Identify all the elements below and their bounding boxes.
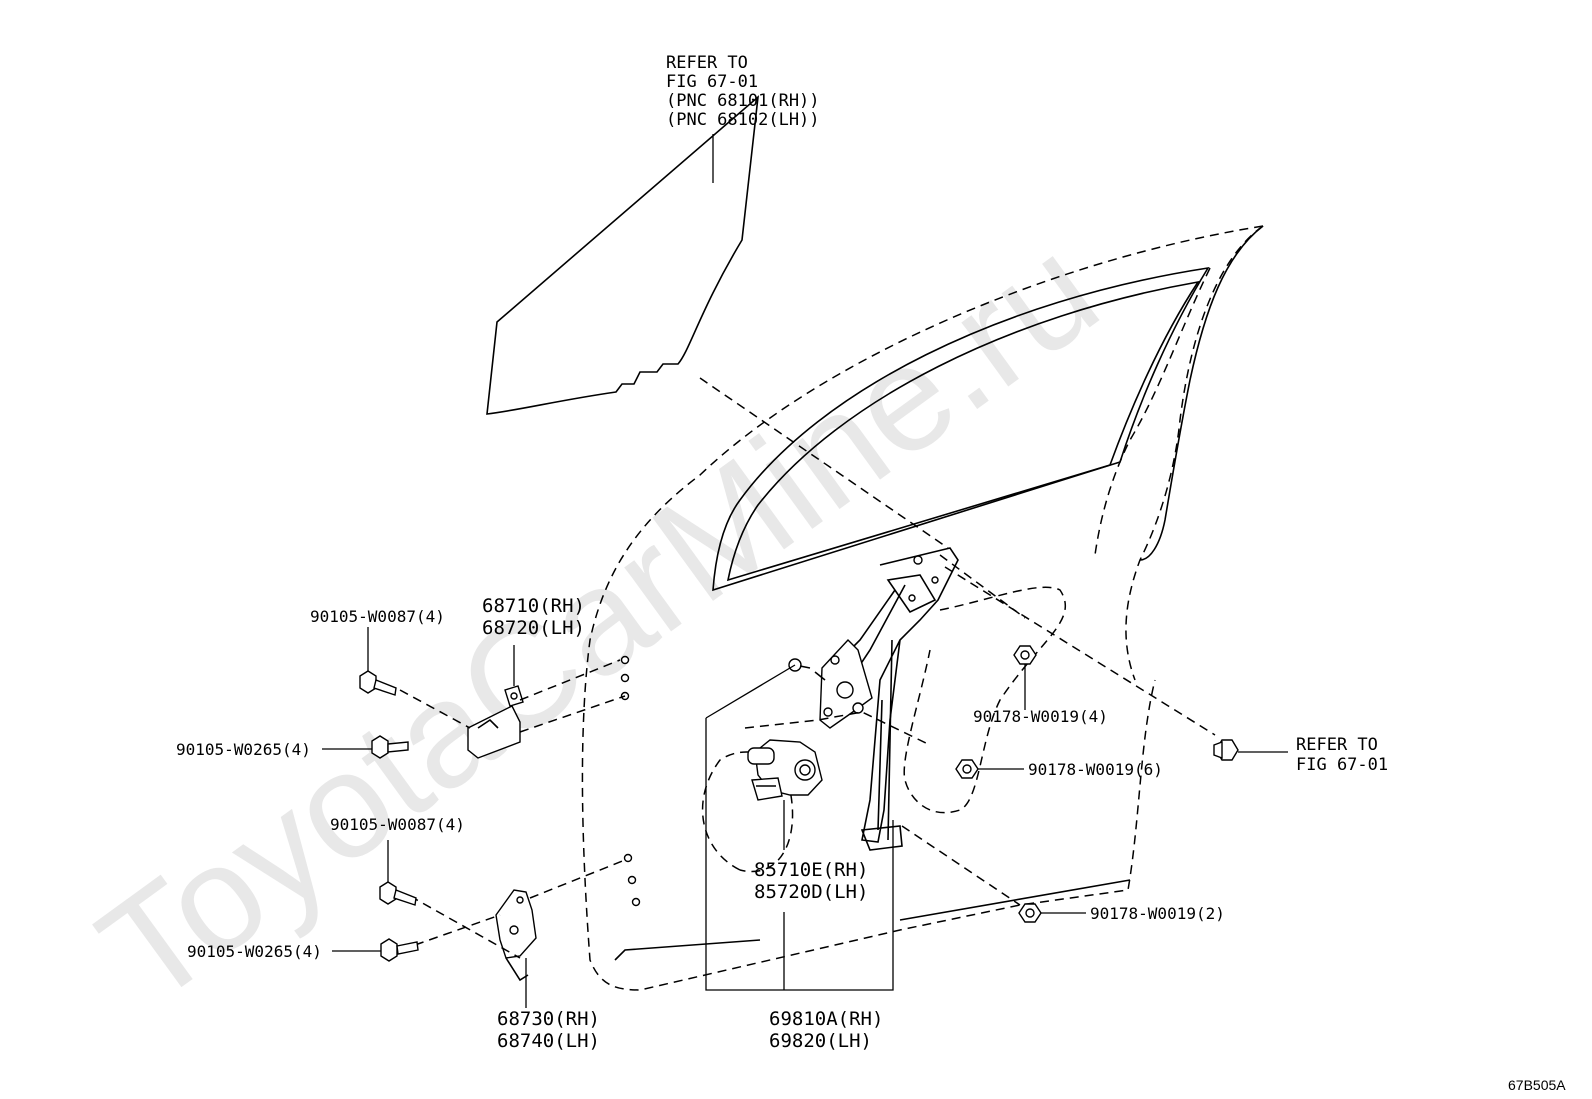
watermark: ToyotaCarMine.ru (70, 204, 1126, 1036)
regulator-dash-2 (939, 554, 1026, 619)
upper-hinge-label-lh: 68720(LH) (482, 617, 585, 639)
motor-label-rh: 85710E(RH) (754, 859, 868, 881)
door-glass (486, 95, 760, 415)
window-motor (747, 739, 823, 801)
nut-icon (955, 759, 1024, 779)
bolt-label-upper-w0087: 90105-W0087(4) (310, 607, 445, 626)
glass-label-line4: (PNC 68102(LH)) (666, 110, 820, 130)
bolt-icon (359, 627, 397, 696)
regulator-dash-4 (901, 825, 1021, 906)
door-outline (581, 225, 1264, 991)
glass-label-line3: (PNC 68101(RH)) (666, 91, 820, 111)
lower-hinge-label-rh: 68730(RH) (497, 1008, 600, 1030)
upper-hinge (467, 645, 524, 759)
motor-regulator-leaders (705, 664, 894, 991)
bolt-label-upper-w0265: 90105-W0265(4) (176, 740, 311, 759)
upper-hinge-dash-1 (399, 689, 471, 729)
lower-hinge (495, 889, 537, 1008)
regulator-dash-3 (944, 566, 1216, 736)
upper-hinge-label-rh: 68710(RH) (482, 595, 585, 617)
glass-label: REFER TO FIG 67-01 (PNC 68101(RH)) (PNC … (666, 53, 820, 130)
nut-label-6: 90178-W0019(6) (1028, 760, 1163, 779)
nut-label-4: 90178-W0019(4) (973, 707, 1108, 726)
nut-icon (1013, 645, 1037, 710)
nut-icon (1018, 903, 1086, 923)
glass-to-regulator-line (699, 377, 949, 549)
bolt-label-lower-w0265: 90105-W0265(4) (187, 942, 322, 961)
regulator-dash-1 (744, 711, 931, 746)
bracket-screw-icon (788, 658, 811, 672)
bolt-icon (379, 840, 417, 906)
lower-hinge-dash-2 (529, 859, 626, 899)
bolt-icon (332, 938, 419, 962)
upper-hinge-dash-3 (519, 695, 626, 733)
upper-hinge-dash-2 (519, 659, 621, 701)
bolt-icon (322, 735, 409, 759)
regulator-label-rh: 69810A(RH) (769, 1008, 883, 1030)
refer-right-line2: FIG 67-01 (1296, 755, 1388, 775)
glass-label-line2: FIG 67-01 (666, 72, 758, 92)
nut-label-2: 90178-W0019(2) (1090, 904, 1225, 923)
bolt-icon (1213, 739, 1288, 761)
refer-right-line1: REFER TO (1296, 735, 1378, 755)
diagram-code: 67B505A (1508, 1077, 1566, 1093)
motor-label-lh: 85720D(LH) (754, 881, 868, 903)
lower-hinge-label-lh: 68740(LH) (497, 1030, 600, 1052)
glass-label-line1: REFER TO (666, 53, 748, 73)
regulator-label-lh: 69820(LH) (769, 1030, 872, 1052)
lower-hinge-dash-3 (414, 914, 501, 946)
motor-bracket (814, 638, 873, 729)
bolt-label-lower-w0087: 90105-W0087(4) (330, 815, 465, 834)
